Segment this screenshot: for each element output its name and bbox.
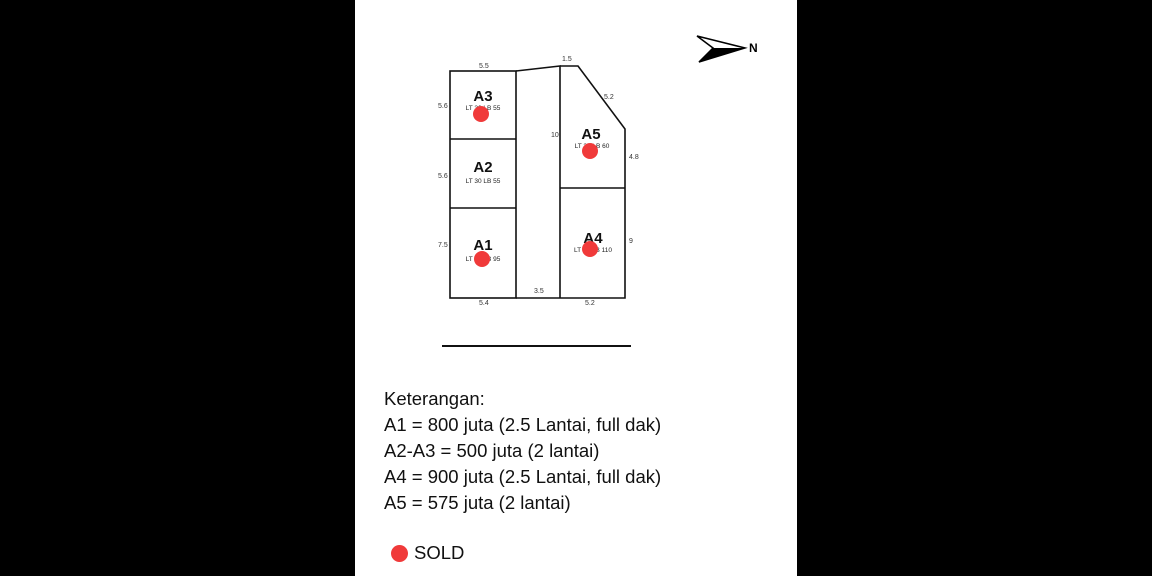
left-block-outline [449, 70, 517, 299]
dim-right-upper: 4.8 [629, 154, 639, 161]
dim-a2-side: 5.6 [438, 173, 448, 180]
legend-line-a4: A4 = 900 juta (2.5 Lantai, full dak) [384, 466, 662, 487]
dim-bottom-right: 5.2 [585, 300, 595, 307]
legend-line-a2-a3: A2-A3 = 500 juta (2 lantai) [384, 440, 600, 461]
lot-a5: A5 LT 38 LB 60 [575, 126, 610, 159]
dim-diagonal: 5.2 [604, 94, 614, 101]
sold-marker [474, 251, 490, 267]
road-outline [515, 65, 561, 298]
legend: Keterangan: A1 = 800 juta (2.5 Lantai, f… [384, 386, 661, 516]
lot-name: A1 [473, 237, 492, 254]
sold-dot-icon [391, 544, 408, 562]
lot-name: A2 [473, 159, 492, 176]
lot-a1: A1 LT 40 LB 95 [466, 237, 501, 267]
sold-marker [582, 143, 598, 159]
dim-top-left: 5.5 [479, 63, 489, 70]
lot-name: A5 [581, 126, 600, 143]
dim-right-lower: 9 [629, 238, 633, 245]
north-arrow-icon [696, 35, 748, 63]
lot-a3: A3 LT 30 LB 55 [466, 88, 501, 122]
north-label: N [749, 41, 758, 55]
lot-a2: A2 LT 30 LB 55 [466, 159, 501, 185]
right-block-outline [560, 65, 626, 299]
legend-line-a5: A5 = 575 juta (2 lantai) [384, 492, 571, 513]
dim-road-width: 3.5 [534, 288, 544, 295]
sold-legend: SOLD [391, 542, 464, 564]
dim-a1-side: 7.5 [438, 242, 448, 249]
lot-info: LT 30 LB 55 [466, 178, 501, 185]
dim-bottom-left: 5.4 [479, 300, 489, 307]
site-plan-panel: N 5.5 1.5 5.2 4.8 9 5.6 5.6 7.5 10 5.4 3… [355, 0, 797, 576]
sold-marker [473, 106, 489, 122]
legend-line-a1: A1 = 800 juta (2.5 Lantai, full dak) [384, 414, 662, 435]
dim-a3-side: 5.6 [438, 103, 448, 110]
dim-top-right: 1.5 [562, 56, 572, 63]
lot-name: A3 [473, 88, 492, 105]
lot-a4: A4 LT 47 LB 110 [574, 230, 612, 257]
dim-road-length: 10 [551, 132, 559, 139]
sold-marker [582, 241, 598, 257]
sold-label: SOLD [414, 542, 465, 563]
site-plan-diagram: N 5.5 1.5 5.2 4.8 9 5.6 5.6 7.5 10 5.4 3… [438, 35, 758, 347]
legend-title: Keterangan: [384, 388, 485, 409]
lot-boundaries [449, 65, 626, 299]
